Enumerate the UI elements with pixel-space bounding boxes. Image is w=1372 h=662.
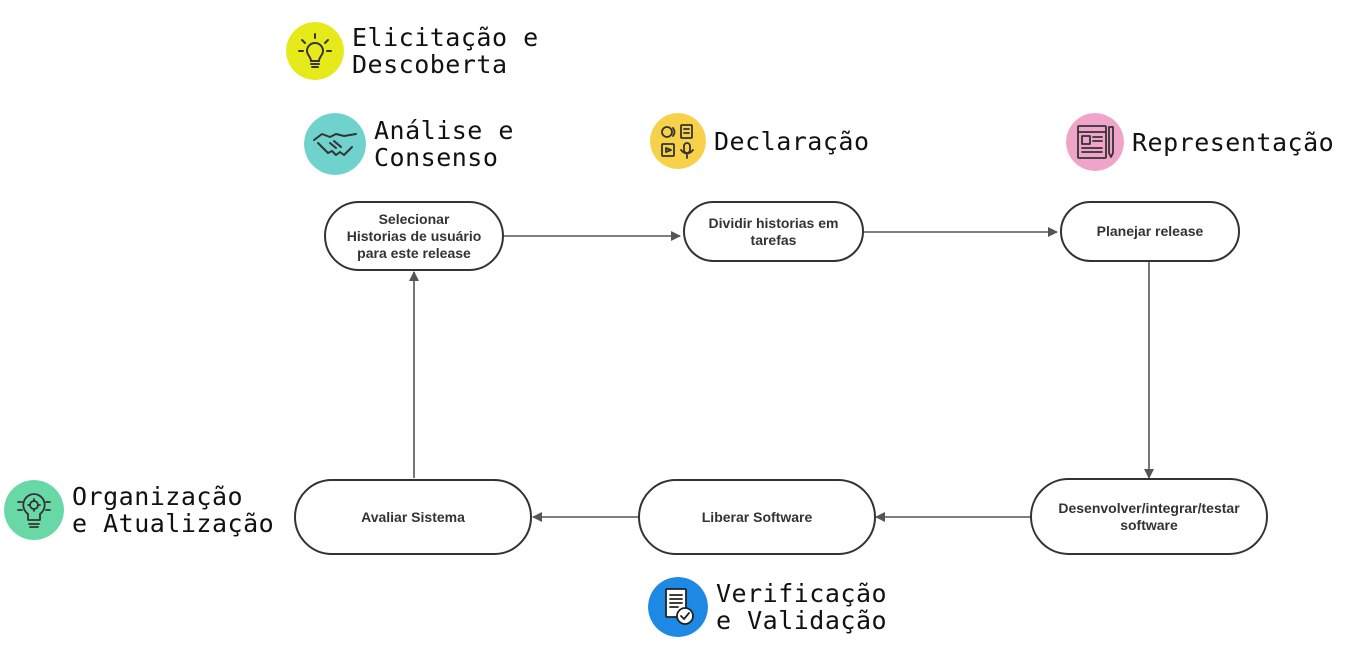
- handshake-icon: [304, 113, 366, 175]
- node-avaliar-sistema: Avaliar Sistema: [294, 479, 532, 555]
- node-planejar-release: Planejar release: [1060, 201, 1240, 262]
- node-liberar-software-label: Liberar Software: [701, 508, 813, 525]
- phase-organizacao-line1: Organização: [72, 482, 244, 511]
- phase-analise-line2: Consenso: [374, 143, 499, 172]
- node-desenvolver-software: Desenvolver/integrar/testar software: [1030, 478, 1268, 555]
- phase-declaracao-line1: Declaração: [714, 126, 870, 156]
- certified-document-icon: [648, 577, 708, 637]
- node-desenvolver-software-label: Desenvolver/integrar/testar software: [1058, 499, 1240, 533]
- node-liberar-software: Liberar Software: [638, 479, 876, 555]
- node-selecionar-historias-label: Selecionar Historias de usuário para est…: [346, 210, 482, 261]
- node-dividir-historias: Dividir historias em tarefas: [683, 201, 864, 262]
- phase-analise: Análise e Consenso: [304, 113, 514, 175]
- phase-organizacao-line2: e Atualização: [72, 509, 275, 538]
- lightbulb-icon: [286, 22, 344, 80]
- node-selecionar-historias: Selecionar Historias de usuário para est…: [324, 201, 504, 271]
- phase-verificacao-line1: Verificação: [716, 579, 888, 608]
- node-avaliar-sistema-label: Avaliar Sistema: [361, 508, 465, 525]
- communication-icon: [650, 113, 706, 169]
- phase-analise-line1: Análise e: [374, 116, 514, 145]
- phase-organizacao: Organização e Atualização: [4, 480, 274, 540]
- gear-bulb-icon: [4, 480, 64, 540]
- phase-representacao-line1: Representação: [1132, 127, 1335, 157]
- document-layout-icon: [1066, 113, 1124, 171]
- node-dividir-historias-label: Dividir historias em tarefas: [708, 214, 839, 248]
- phase-verificacao: Verificação e Validação: [648, 577, 887, 637]
- phase-verificacao-line2: e Validação: [716, 606, 888, 635]
- phase-representacao: Representação: [1066, 113, 1334, 171]
- phase-declaracao: Declaração: [650, 113, 870, 169]
- phase-elicitacao-line1: Elicitação e: [352, 23, 539, 52]
- node-planejar-release-label: Planejar release: [1096, 223, 1204, 239]
- phase-elicitacao-line2: Descoberta: [352, 50, 508, 79]
- phase-elicitacao: Elicitação e Descoberta: [286, 22, 539, 80]
